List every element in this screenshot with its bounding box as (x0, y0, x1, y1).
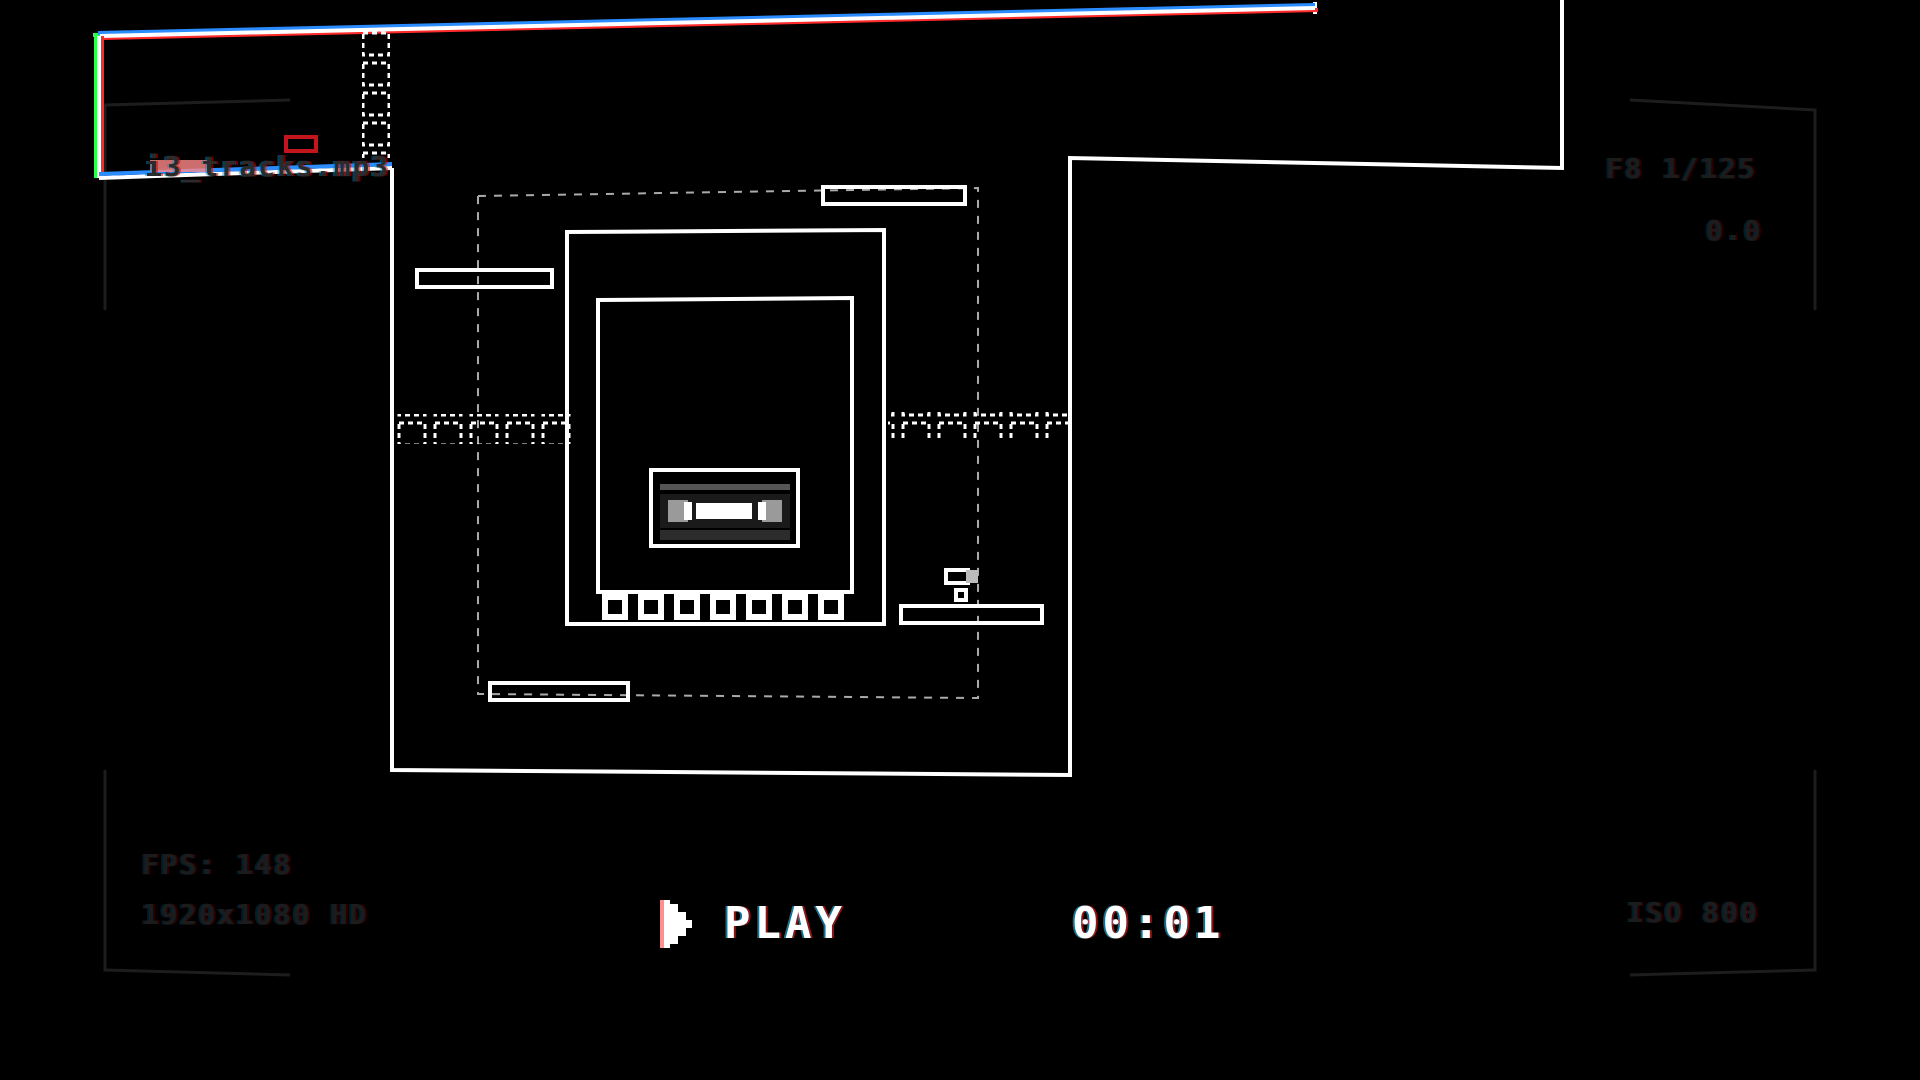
checkpoint-slot-hole (608, 600, 622, 614)
checkpoint-slot-hole (752, 600, 766, 614)
checkpoint-slot-hole (824, 600, 838, 614)
camera-bounds (477, 186, 979, 700)
vhs-tape-icon[interactable] (649, 468, 800, 548)
checkpoint-slot-row (602, 594, 844, 620)
checkpoint-slot-hole (716, 600, 730, 614)
hud-fps: FPS: 148 (142, 848, 293, 881)
platform (488, 681, 630, 702)
checkpoint-slot-hole (680, 600, 694, 614)
checkpoint-slot-hole (788, 600, 802, 614)
hud-resolution: 1920x1080 HD (142, 898, 369, 931)
hud-iso: ISO 800 (1627, 896, 1760, 929)
hud-filename: i3_tracks.mp3 (145, 150, 391, 183)
player-character (944, 568, 978, 602)
hud-exposure: 0.0 (1706, 214, 1763, 247)
room-wall (390, 0, 1564, 778)
platform (899, 604, 1044, 625)
upper-corridor-wall (92, 2, 1319, 180)
platforms (415, 185, 1044, 702)
glitch-debris (150, 135, 318, 172)
playback-timecode: 00:01 (1072, 898, 1225, 949)
platform (415, 268, 554, 289)
dashed-ladder (362, 28, 390, 158)
crumble-blocks-left (396, 414, 576, 444)
central-tower (565, 227, 886, 626)
crumble-blocks-right (888, 412, 1068, 442)
hud-camera-settings: F8 1/125 (1606, 152, 1757, 185)
viewfinder-brackets (103, 98, 1817, 977)
playback-status: PLAY (724, 898, 846, 949)
checkpoint-slot-hole (644, 600, 658, 614)
play-icon (660, 900, 692, 948)
platform (821, 185, 967, 206)
